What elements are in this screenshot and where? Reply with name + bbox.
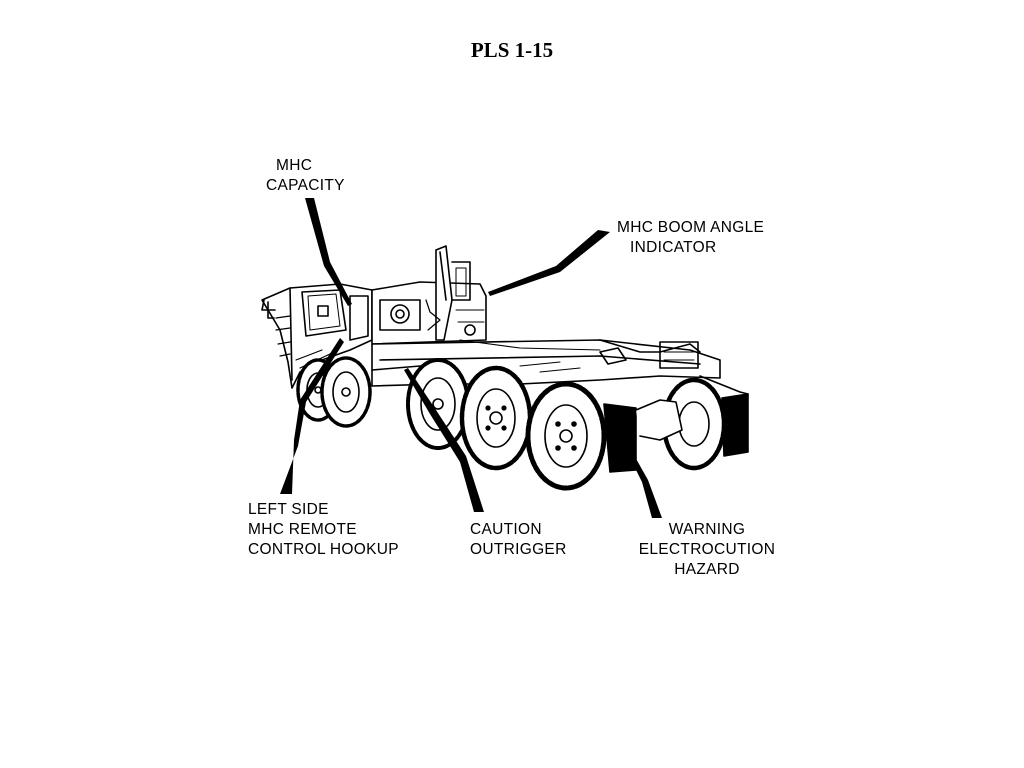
callout-mhc-boom-angle-indicator: MHC BOOM ANGLE INDICATOR	[617, 218, 764, 258]
callout-mhc-capacity: MHC CAPACITY	[266, 156, 345, 196]
mud-flap-left	[603, 403, 637, 473]
truck-cab	[261, 283, 373, 389]
callout-line: INDICATOR	[630, 239, 717, 256]
mhc-crane	[371, 245, 487, 345]
wheel-rear-1	[525, 381, 607, 491]
mud-flap-right	[721, 393, 749, 457]
callout-line: OUTRIGGER	[470, 541, 567, 558]
callout-line: MHC REMOTE	[248, 521, 357, 538]
wheel-mid-1	[406, 358, 470, 450]
callout-warning-electrocution-hazard: WARNING ELECTROCUTION HAZARD	[636, 520, 778, 580]
callout-line: LEFT SIDE	[248, 501, 329, 518]
callout-line: HAZARD	[674, 561, 740, 578]
callout-line: MHC BOOM ANGLE	[617, 219, 765, 236]
callout-line: MHC	[276, 157, 313, 174]
callout-line: CAPACITY	[266, 177, 345, 194]
page-title: PLS 1-15	[470, 38, 554, 62]
callout-line: ELECTROCUTION	[638, 541, 776, 558]
wheel-mid-2	[459, 365, 533, 471]
callout-line: CONTROL HOOKUP	[248, 541, 399, 558]
callout-caution-outrigger: CAUTION OUTRIGGER	[470, 520, 567, 560]
callout-line: CAUTION	[470, 521, 542, 538]
callout-line: WARNING	[668, 521, 746, 538]
callout-remote-control-hookup: LEFT SIDE MHC REMOTE CONTROL HOOKUP	[248, 500, 399, 560]
wheel-front-2	[320, 356, 372, 428]
